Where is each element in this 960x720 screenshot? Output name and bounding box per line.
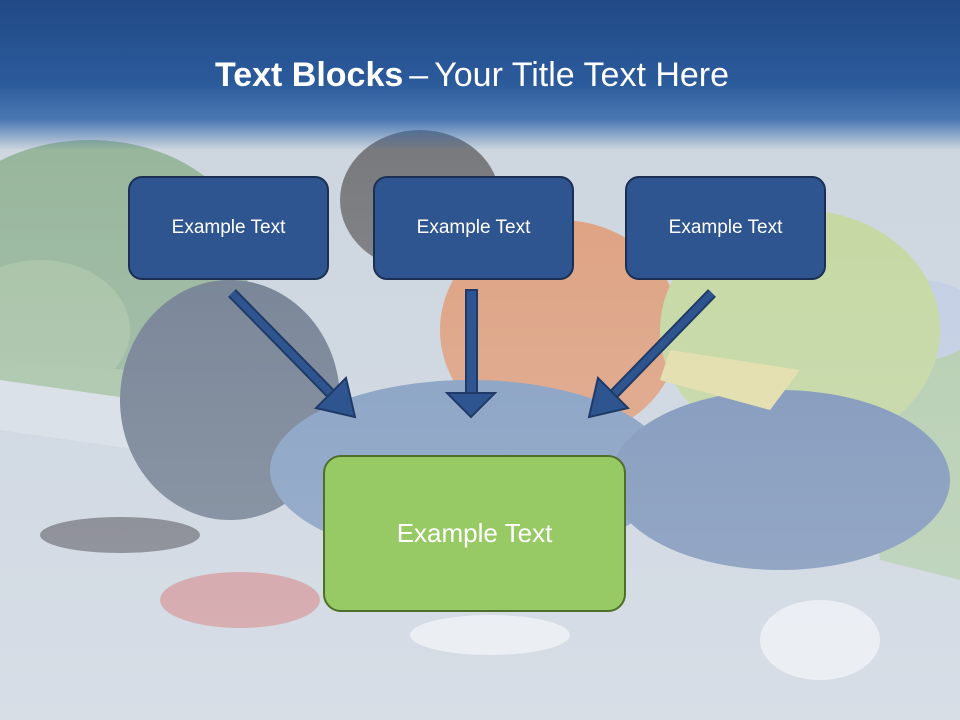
text-block-2-label: Example Text xyxy=(416,217,531,238)
title-dash: – xyxy=(409,56,429,94)
text-block-2[interactable]: Example Text xyxy=(373,176,574,280)
text-block-3[interactable]: Example Text xyxy=(625,176,826,280)
target-text-block[interactable]: Example Text xyxy=(323,455,626,612)
target-text-block-label: Example Text xyxy=(396,518,553,548)
title-bold-text: Text Blocks xyxy=(214,56,404,94)
slide-title: Text Blocks–Your Title Text Here xyxy=(0,54,944,96)
text-block-1[interactable]: Example Text xyxy=(128,176,329,280)
title-band xyxy=(0,0,960,150)
title-rest-text: Your Title Text Here xyxy=(434,56,730,94)
text-block-1-label: Example Text xyxy=(171,217,286,238)
text-block-3-label: Example Text xyxy=(668,217,783,238)
